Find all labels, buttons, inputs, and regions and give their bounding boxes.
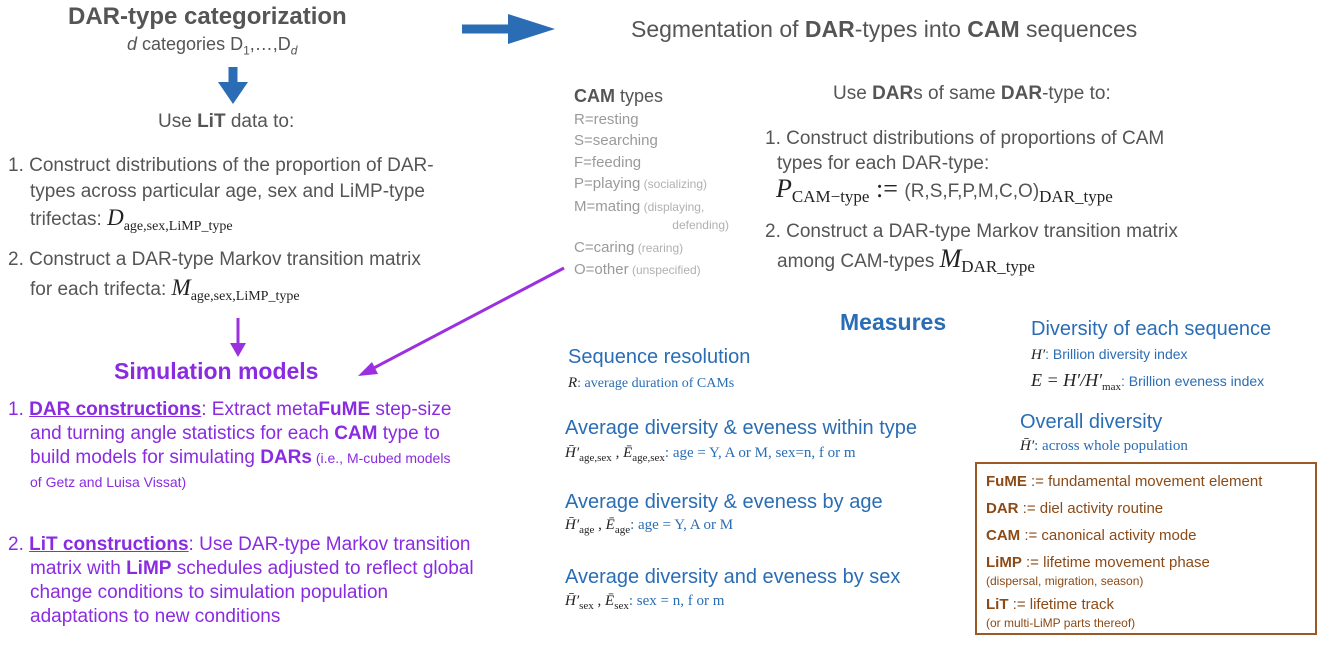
down-arrow-purple bbox=[230, 318, 246, 357]
left-subtitle: d categories D1,…,Dd bbox=[127, 34, 298, 58]
eveness-index-def: E = H′/H′max: Brillion eveness index bbox=[1031, 370, 1265, 393]
cam-resting: R=resting bbox=[574, 110, 639, 128]
cam-mating: M=mating (displaying, bbox=[574, 197, 705, 215]
right-item-2: 2. Construct a DAR-type Markov transitio… bbox=[765, 221, 1178, 276]
def-lit: LiT := lifetime track bbox=[986, 596, 1114, 613]
cam-types-list: CAM types R=resting S=searching F=feedin… bbox=[574, 86, 729, 282]
right-title: Segmentation of DAR-types into CAM seque… bbox=[631, 16, 1138, 42]
sequence-resolution-def: R: average duration of CAMs bbox=[568, 375, 735, 391]
cam-searching: S=searching bbox=[574, 132, 658, 149]
diversity-index-def: H′: Brillion diversity index bbox=[1031, 346, 1188, 363]
overall-diversity-title: Overall diversity bbox=[1020, 411, 1163, 433]
by-sex-def: H̄′sex , Ēsex: sex = n, f or m bbox=[565, 593, 725, 612]
diversity-sequence-title: Diversity of each sequence bbox=[1031, 318, 1272, 340]
by-age-title: Average diversity & eveness by age bbox=[565, 491, 883, 513]
within-type-title: Average diversity & eveness within type bbox=[565, 417, 918, 439]
right-item-1-formula: PCAM−type := (R,S,F,P,M,C,O)DAR_type bbox=[776, 174, 1113, 206]
cam-other: O=other (unspecified) bbox=[574, 261, 701, 278]
down-arrow-blue bbox=[218, 67, 248, 104]
right-item-1: 1. Construct distributions of proportion… bbox=[765, 128, 1165, 174]
right-use-line: Use DARs of same DAR-type to: bbox=[833, 83, 1111, 104]
left-title: DAR-type categorization bbox=[68, 3, 347, 30]
def-cam: CAM := canonical activity mode bbox=[986, 527, 1197, 544]
cam-mating-note: defending) bbox=[672, 218, 729, 232]
right-arrow bbox=[462, 14, 555, 44]
cam-types-title: CAM types bbox=[574, 86, 664, 106]
by-sex-title: Average diversity and eveness by sex bbox=[565, 566, 901, 588]
within-type-def: H̄′age,sex , Ēage,sex: age = Y, A or M, … bbox=[565, 445, 856, 464]
def-limp-note: (dispersal, migration, season) bbox=[986, 574, 1144, 588]
sim-item-1: 1. DAR constructions: Extract metaFuME s… bbox=[8, 399, 452, 490]
measures-title: Measures bbox=[840, 309, 947, 335]
definitions-box bbox=[975, 462, 1317, 635]
cam-feeding: F=feeding bbox=[574, 153, 642, 171]
def-dar: DAR := diel activity routine bbox=[986, 500, 1164, 517]
left-item-2: 2. Construct a DAR-type Markov transitio… bbox=[8, 249, 421, 304]
diagonal-arrow-purple bbox=[358, 266, 565, 376]
left-item-1: 1. Construct distributions of the propor… bbox=[8, 155, 434, 234]
cam-playing: P=playing (socializing) bbox=[574, 175, 707, 192]
def-fume: FuME := fundamental movement element bbox=[986, 473, 1263, 490]
def-lit-note: (or multi-LiMP parts thereof) bbox=[986, 616, 1136, 630]
def-limp: LiMP := lifetime movement phase bbox=[986, 554, 1210, 571]
simulation-title: Simulation models bbox=[114, 358, 319, 384]
sequence-resolution-title: Sequence resolution bbox=[568, 346, 751, 368]
cam-caring: C=caring (rearing) bbox=[574, 238, 684, 256]
left-use-line: Use LiT data to: bbox=[158, 111, 295, 132]
overall-diversity-def: H̄′: across whole population bbox=[1020, 438, 1188, 454]
sim-item-2: 2. LiT constructions: Use DAR-type Marko… bbox=[8, 534, 474, 627]
by-age-def: H̄′age , Ēage: age = Y, A or M bbox=[565, 517, 734, 536]
